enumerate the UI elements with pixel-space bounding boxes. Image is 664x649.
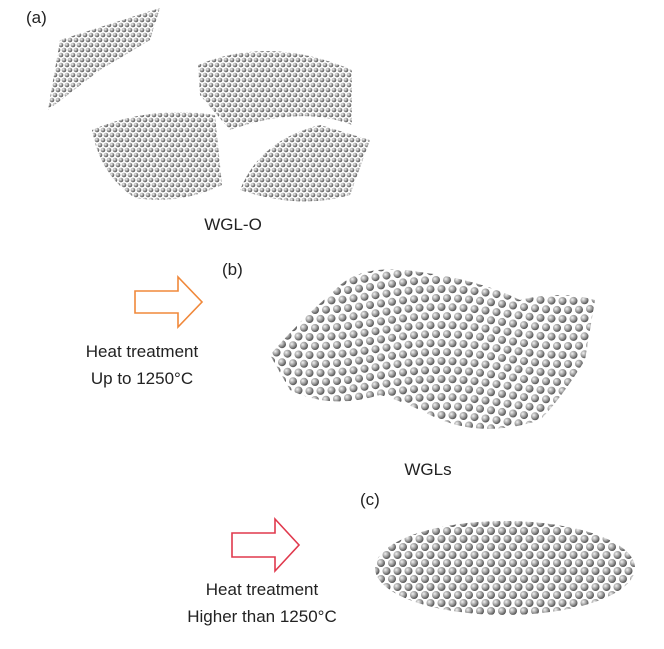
sheet-graphene (375, 521, 635, 615)
panel-a-label: (a) (26, 8, 47, 27)
sheet-wgl-o-4 (240, 125, 370, 202)
sheet-wgls (270, 269, 595, 429)
panel-c-treatment-line1: Heat treatment (205, 580, 319, 599)
panel-b-treatment-line2: Up to 1250°C (90, 369, 194, 388)
heat-arrow-orange (134, 275, 204, 329)
panel-c-label: (c) (360, 490, 380, 509)
panel-b-caption: WGLs (404, 460, 452, 479)
panel-c-treatment-line2: Higher than 1250°C (187, 607, 337, 626)
sheet-wgl-o-3 (92, 112, 222, 200)
panel-b-treatment-line1: Heat treatment (85, 342, 199, 361)
graphene-sheets (48, 8, 635, 615)
panel-b-label: (b) (222, 260, 243, 279)
heat-arrow-red (231, 516, 301, 574)
panel-a-caption: WGL-O (204, 215, 262, 234)
sheet-wgl-o-1 (48, 8, 160, 110)
sheet-wgl-o-2 (198, 51, 352, 130)
